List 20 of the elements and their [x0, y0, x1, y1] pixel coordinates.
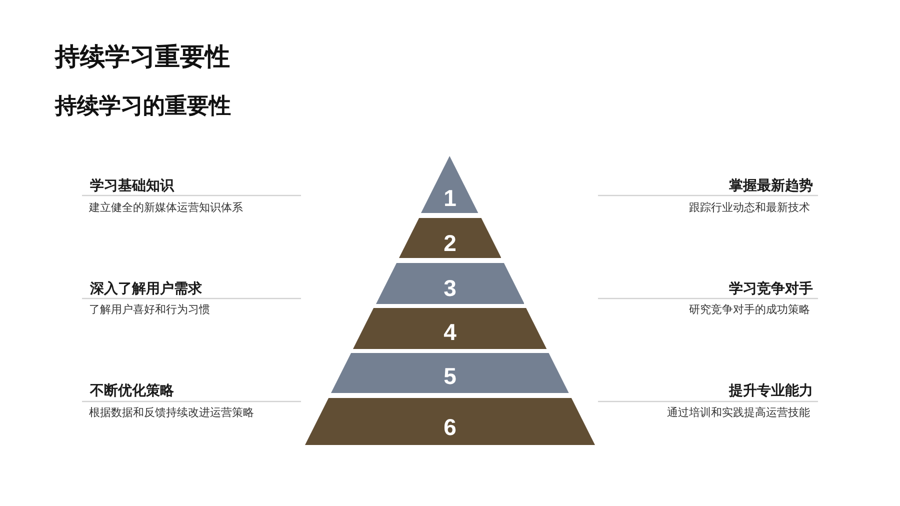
section-description: 跟踪行业动态和最新技术 — [689, 201, 810, 215]
pyramid-layer: 5 — [331, 353, 569, 393]
section-description: 研究竞争对手的成功策略 — [689, 303, 810, 317]
section-heading: 提升专业能力 — [729, 381, 813, 399]
section-heading: 学习竞争对手 — [729, 279, 813, 297]
section-description: 建立健全的新媒体运营知识体系 — [89, 201, 243, 215]
pyramid-layer: 1 — [421, 156, 479, 213]
pyramid-layer: 4 — [353, 308, 547, 349]
pyramid-layer: 6 — [305, 398, 595, 445]
section-heading: 不断优化策略 — [90, 381, 174, 399]
pyramid-layer: 2 — [398, 218, 502, 258]
section-heading: 深入了解用户需求 — [90, 279, 202, 297]
section-description: 根据数据和反馈持续改进运营策略 — [89, 406, 254, 420]
section-description: 了解用户喜好和行为习惯 — [89, 303, 210, 317]
slide-title: 持续学习重要性 — [55, 42, 230, 72]
slide-subtitle: 持续学习的重要性 — [55, 92, 231, 120]
section-heading: 学习基础知识 — [90, 176, 174, 194]
section-description: 通过培训和实践提高运营技能 — [667, 406, 810, 420]
section-heading: 掌握最新趋势 — [729, 176, 813, 194]
pyramid-layer: 3 — [376, 263, 524, 304]
